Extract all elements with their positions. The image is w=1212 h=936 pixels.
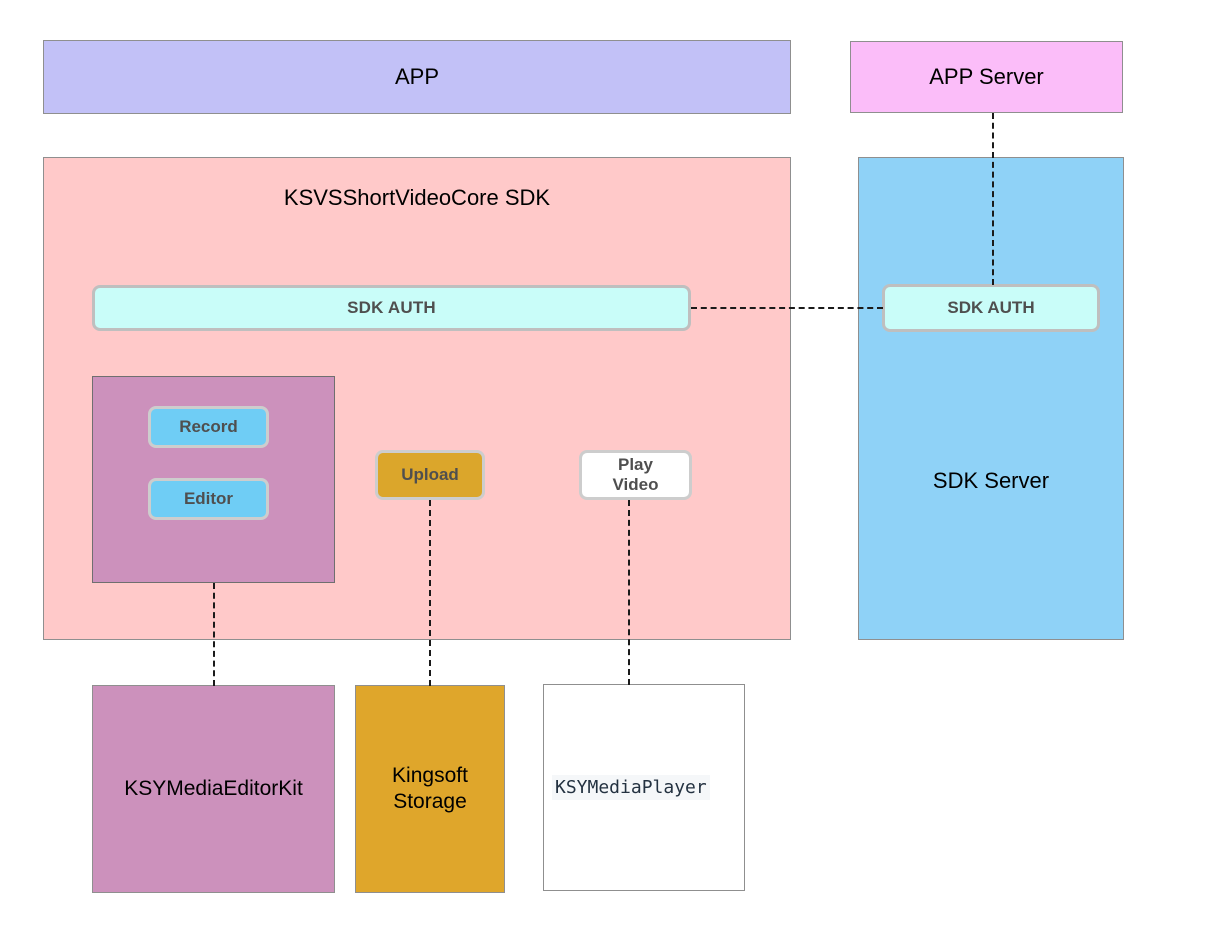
app-box[interactable]: APP (43, 40, 791, 114)
app-server-box[interactable]: APP Server (850, 41, 1123, 113)
kingsoft-storage-box[interactable]: Kingsoft Storage (355, 685, 505, 893)
ksy-media-player-label: KSYMediaPlayer (552, 775, 710, 800)
ksy-media-editor-kit-label: KSYMediaEditorKit (124, 777, 303, 800)
upload-button[interactable]: Upload (375, 450, 485, 500)
kingsoft-storage-label-line1: Kingsoft (392, 764, 468, 788)
sdk-server-container[interactable]: SDK Server (858, 157, 1124, 640)
app-server-box-label: APP Server (929, 64, 1044, 89)
editor-button[interactable]: Editor (148, 478, 269, 520)
connector-record-editor-to-media-editor-kit (213, 583, 215, 686)
connector-sdk-auth-to-sdk-auth (691, 307, 883, 309)
ksy-media-player-box[interactable]: KSYMediaPlayer (543, 684, 745, 891)
record-button-label: Record (179, 417, 238, 436)
editor-button-label: Editor (183, 489, 234, 508)
kingsoft-storage-label-line2: Storage (393, 790, 467, 813)
connector-app-server-to-sdk-auth (992, 113, 994, 285)
ksy-media-editor-kit-box[interactable]: KSYMediaEditorKit (92, 685, 335, 893)
sdk-auth-client-label: SDK AUTH (347, 298, 436, 317)
sdk-auth-server-label: SDK AUTH (947, 298, 1035, 317)
sdk-server-title: SDK Server (932, 468, 1050, 493)
sdk-core-title: KSVSShortVideoCore SDK (283, 185, 551, 210)
connector-play-video-to-media-player (628, 500, 630, 685)
record-button[interactable]: Record (148, 406, 269, 448)
play-video-button[interactable]: Play Video (579, 450, 692, 500)
sdk-auth-client-box[interactable]: SDK AUTH (92, 285, 691, 331)
connector-upload-to-kingsoft-storage (429, 500, 431, 686)
app-box-label: APP (394, 64, 440, 89)
play-video-button-label-line1: Play (618, 454, 653, 474)
upload-button-label: Upload (401, 465, 459, 484)
sdk-auth-server-box[interactable]: SDK AUTH (882, 284, 1100, 332)
play-video-button-label-line2: Video (612, 475, 659, 494)
